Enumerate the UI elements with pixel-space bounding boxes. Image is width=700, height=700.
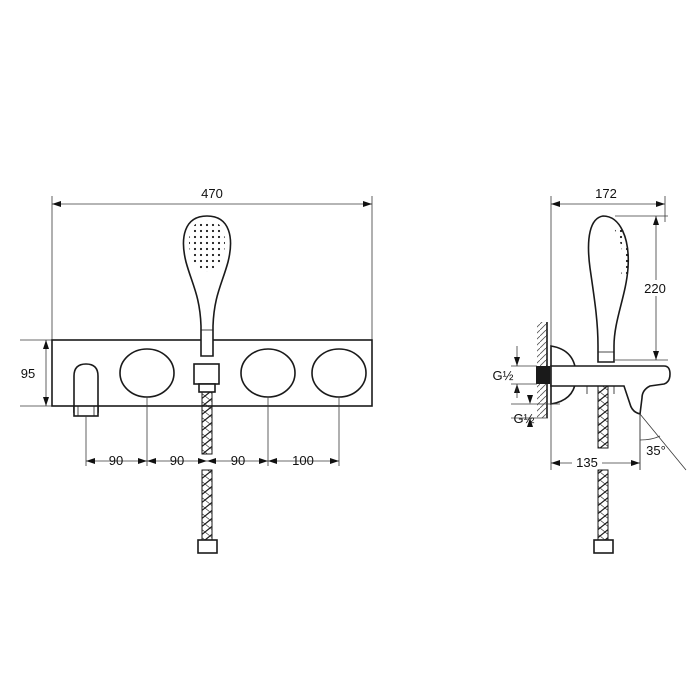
handle-knob-2 [240,348,296,398]
dimension-height: 95 [20,339,52,407]
side-view: 172 220 [493,186,687,554]
dimension-angle: 35° [639,413,687,471]
side-hand-shower [587,215,630,363]
angle-label: 35° [646,443,666,458]
spacing-1-label: 90 [109,453,123,468]
dimension-projection: 135 [550,404,641,470]
shower-holder [193,363,220,385]
thread-upper-label: G½ [493,368,514,383]
overall-width-label: 470 [201,186,223,201]
thread-dimension-lower: G½ [511,395,560,427]
shower-hose [197,391,218,554]
thread-dimension-upper: G½ [493,346,537,398]
dimension-spacings: 90 90 90 100 [85,397,340,468]
shower-height-label: 220 [644,281,666,296]
spacing-3-label: 90 [231,453,245,468]
spout [73,363,99,417]
handle-knob-1 [119,348,175,398]
thread-lower-label: G½ [514,411,535,426]
outlet-connector [198,383,216,393]
wall-connector [536,366,550,384]
spacing-4-label: 100 [292,453,314,468]
height-label: 95 [21,366,35,381]
hand-shower [182,215,232,393]
spacing-2-label: 90 [170,453,184,468]
dimension-depth: 172 [550,186,666,360]
side-shower-hose [593,385,614,554]
dimension-overall-width: 470 [51,186,373,340]
depth-label: 172 [595,186,617,201]
front-view: 470 95 [20,186,373,554]
side-spout [550,365,671,415]
projection-label: 135 [576,455,598,470]
handle-knob-3 [311,348,367,398]
dimension-shower-height: 220 [615,215,672,361]
